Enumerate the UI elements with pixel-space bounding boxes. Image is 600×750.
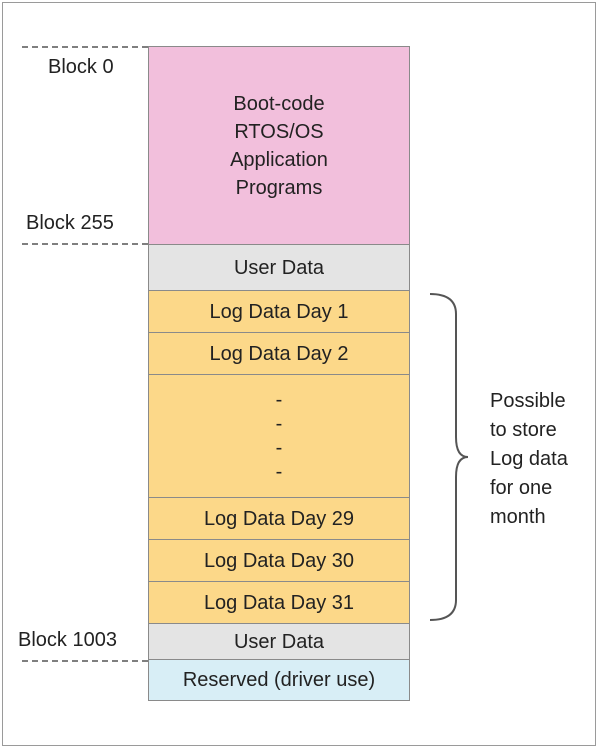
block-1003-dashed-marker [22, 660, 148, 662]
capacity-note-line: for one [490, 477, 553, 499]
boot-region-text: Boot-code RTOS/OS Application Programs [230, 90, 328, 202]
programs-label: Programs [235, 176, 323, 199]
ellipsis-dash: - [275, 413, 283, 435]
log-data-day-2-block: Log Data Day 2 [148, 332, 410, 375]
right-curly-brace [429, 293, 468, 621]
log-data-day-31-block: Log Data Day 31 [148, 581, 410, 624]
log-data-day-1-block: Log Data Day 1 [148, 290, 410, 333]
user-data-block-top: User Data [148, 244, 410, 291]
application-label: Application [230, 148, 328, 171]
log-data-day-30-block: Log Data Day 30 [148, 539, 410, 582]
block-1003-label: Block 1003 [18, 629, 117, 651]
boot-code-label: Boot-code [233, 92, 325, 115]
capacity-note-line: month [490, 506, 546, 528]
block-255-dashed-marker [22, 243, 148, 245]
reserved-driver-block: Reserved (driver use) [148, 659, 410, 701]
ellipsis-dash: - [275, 389, 283, 411]
capacity-note-line: Log data [490, 448, 568, 470]
block-0-dashed-marker [22, 46, 148, 48]
ellipsis-dash: - [275, 461, 283, 483]
ellipsis-dash: - [275, 437, 283, 459]
user-data-block-bottom: User Data [148, 623, 410, 660]
capacity-note-line: Possible [490, 390, 566, 412]
rtos-os-label: RTOS/OS [234, 120, 324, 143]
capacity-note-line: to store [490, 419, 557, 441]
memory-map: Boot-code RTOS/OS Application Programs U… [148, 46, 410, 701]
capacity-note: Possible to store Log data for one month [490, 387, 568, 532]
ellipsis-dashes: - - - - [276, 388, 283, 484]
boot-region-block: Boot-code RTOS/OS Application Programs [148, 46, 410, 245]
block-255-label: Block 255 [26, 212, 114, 234]
block-0-label: Block 0 [48, 56, 114, 78]
log-data-ellipsis-block: - - - - [148, 374, 410, 498]
log-data-day-29-block: Log Data Day 29 [148, 497, 410, 540]
